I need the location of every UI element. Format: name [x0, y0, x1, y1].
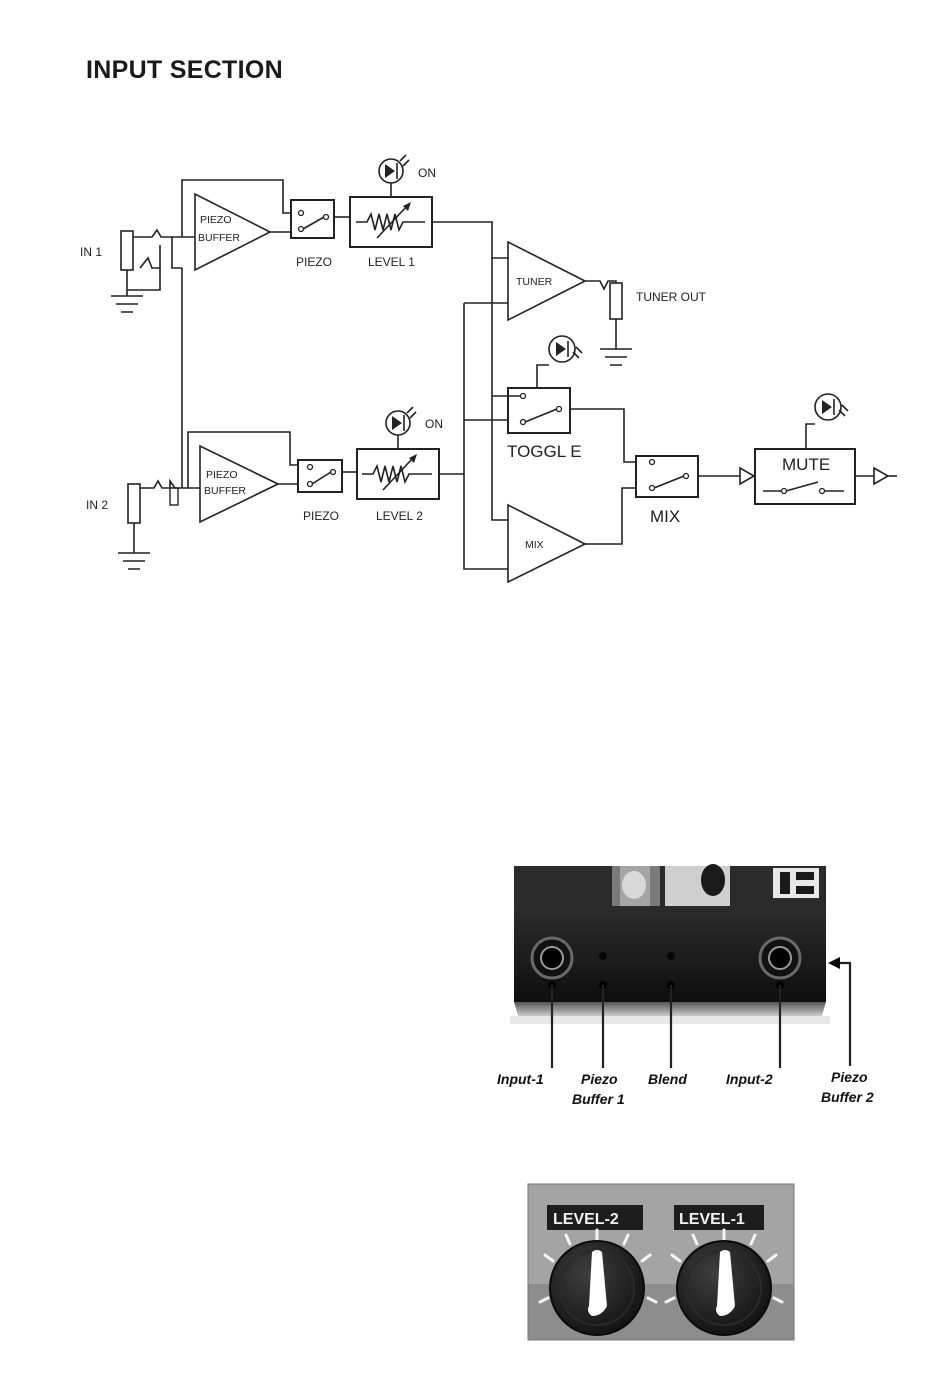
led-mute [806, 394, 848, 449]
tuner-out-jack: TUNER OUT [600, 283, 707, 365]
led-toggle [537, 336, 582, 388]
mix-amp: MIX [508, 488, 636, 582]
caption-piezo-buffer-1-line2: Buffer 1 [572, 1091, 625, 1107]
in1-label: IN 1 [80, 245, 102, 259]
level-1-knob [677, 1241, 771, 1335]
block-diagram: IN 1 PIEZO BUFFER PIEZO [80, 155, 897, 582]
mute-switch: MUTE [755, 449, 855, 504]
caption-input-1: Input-1 [497, 1071, 544, 1087]
level-1-on-label: ON [418, 166, 436, 180]
piezo-switch-1: PIEZO [291, 200, 350, 269]
tuner-out-label: TUNER OUT [636, 290, 707, 304]
piezo-buffer-1: PIEZO BUFFER [195, 194, 270, 270]
mute-label: MUTE [782, 455, 830, 474]
piezo-switch-2: PIEZO [298, 460, 357, 523]
mix-switch: MIX [636, 456, 698, 526]
knob-level-1-label: LEVEL-1 [679, 1211, 745, 1228]
caption-input-2: Input-2 [726, 1071, 773, 1087]
caption-piezo-buffer-2-line2: Buffer 2 [821, 1089, 874, 1105]
piezo-buffer-2: PIEZO BUFFER [200, 446, 278, 522]
in1-jack: IN 1 [80, 230, 195, 312]
in2-label: IN 2 [86, 498, 108, 512]
level-knobs-photo: LEVEL-2 LEVEL-1 [528, 1184, 794, 1340]
level-1-pot: LEVEL 1 [350, 197, 432, 269]
level-1-label: LEVEL 1 [368, 255, 415, 269]
level-2-pot: LEVEL 2 [357, 449, 439, 523]
level-2-on-label: ON [425, 417, 443, 431]
level-2-label: LEVEL 2 [376, 509, 423, 523]
piezo-switch-2-label: PIEZO [303, 509, 339, 523]
led-level1-on: ON [379, 155, 436, 196]
mix-amp-label: MIX [525, 539, 544, 551]
toggle-label: TOGGL E [507, 442, 582, 461]
caption-blend: Blend [648, 1071, 687, 1087]
piezo-buffer-1-label-line2: BUFFER [198, 232, 240, 244]
input-2-jack-photo [760, 938, 800, 978]
level-2-knob [550, 1241, 644, 1335]
in2-jack: IN 2 [86, 481, 200, 569]
input-1-jack-photo [532, 938, 572, 978]
piezo-buffer-1-hole [599, 952, 607, 960]
blend-hole [667, 952, 675, 960]
piezo-buffer-1-label-line1: PIEZO [200, 214, 232, 226]
piezo-switch-1-label: PIEZO [296, 255, 332, 269]
tuner-label: TUNER [516, 276, 553, 288]
piezo-buffer-2-label-line1: PIEZO [206, 469, 238, 481]
caption-piezo-buffer-1-line1: Piezo [581, 1071, 618, 1087]
led-level2-on: ON [386, 407, 443, 448]
toggle-switch: TOGGL E [492, 388, 582, 461]
tuner-amp: TUNER [508, 242, 616, 320]
jack-panel-photo: Input-1 Piezo Buffer 1 Blend Input-2 Pie… [497, 864, 874, 1107]
knob-level-2-label: LEVEL-2 [553, 1211, 619, 1228]
caption-piezo-buffer-2-line1: Piezo [831, 1069, 868, 1085]
mix-switch-label: MIX [650, 507, 680, 526]
piezo-buffer-2-label-line2: BUFFER [204, 485, 246, 497]
